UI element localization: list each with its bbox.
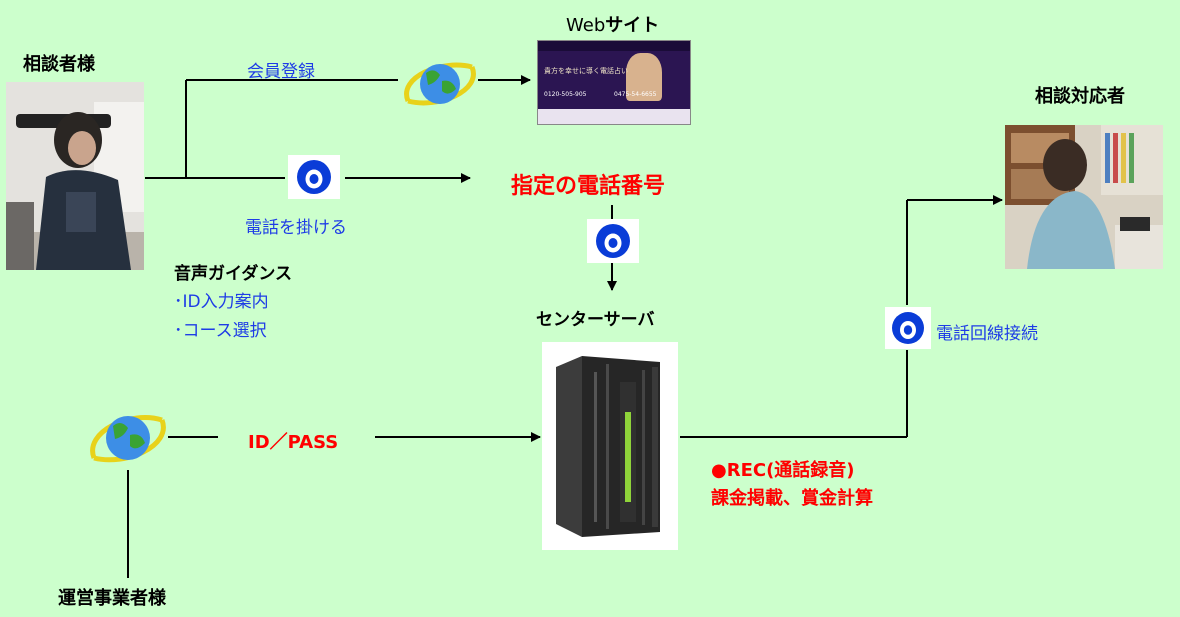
globe-icon [402, 57, 478, 111]
phone-number-label: 指定の電話番号 [511, 174, 666, 199]
responder-label: 相談対応者 [1035, 86, 1125, 107]
consultee-label: 相談者様 [23, 54, 95, 75]
website-title: Webサイト [566, 15, 660, 36]
operator-label: 運営事業者様 [58, 588, 166, 609]
server-image [542, 342, 678, 550]
phone-icon [288, 155, 340, 199]
website-headline: 貴方を幸せに導く電話占い [544, 67, 628, 75]
responder-photo [1005, 125, 1163, 269]
globe-icon [88, 408, 168, 468]
phone-icon [885, 307, 931, 349]
guidance-item-id: ･ID入力案内 [174, 292, 269, 312]
id-pass-label: ID／PASS [248, 432, 339, 453]
member-registration-label: 会員登録 [247, 62, 315, 82]
phone-icon [587, 219, 639, 263]
website-thumbnail[interactable]: 貴方を幸せに導く電話占い 0120-505-905 0475-54-6655 [537, 40, 691, 125]
website-phone-1: 0120-505-905 [544, 91, 587, 98]
make-call-label: 電話を掛ける [245, 218, 347, 238]
line-connection-label: 電話回線接続 [936, 324, 1038, 344]
website-portrait [626, 53, 662, 101]
center-server-label: センターサーバ [536, 310, 655, 330]
website-footer [538, 109, 690, 124]
consultee-photo [6, 82, 144, 270]
website-phone-2: 0475-54-6655 [614, 91, 657, 98]
guidance-title: 音声ガイダンス [174, 264, 292, 284]
server-note-rec: ●REC(通話録音) [711, 460, 855, 481]
server-note-billing: 課金掲載、賞金計算 [711, 488, 873, 509]
guidance-item-course: ･コース選択 [174, 321, 267, 341]
website-header-bar [538, 41, 690, 51]
